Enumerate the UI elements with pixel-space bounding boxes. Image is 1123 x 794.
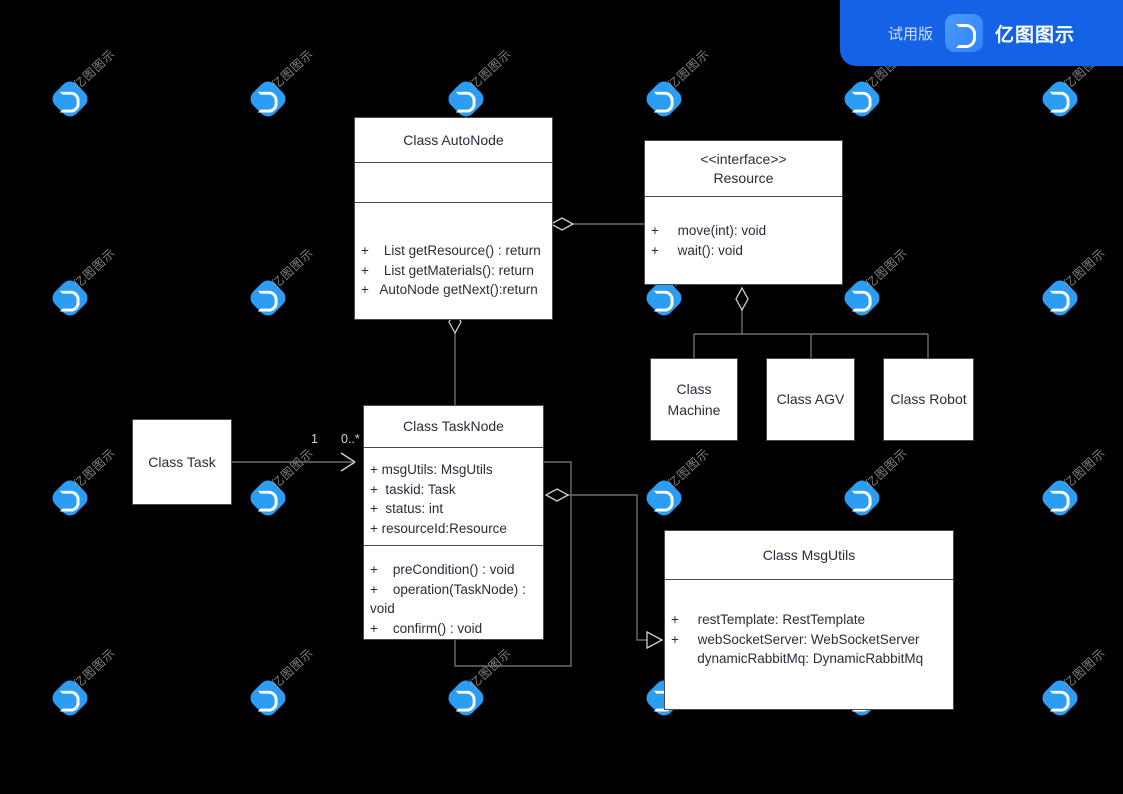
edge-tasknode-msgutils [568, 494, 660, 641]
class-box-task[interactable]: Class Task [132, 419, 232, 505]
agv-title: Class AGV [776, 391, 845, 408]
class-box-tasknode[interactable]: Class TaskNode + msgUtils: MsgUtils + ta… [363, 405, 544, 640]
tasknode-method: + operation(TaskNode) : void [370, 581, 530, 617]
machine-title: Class Machine [667, 381, 721, 418]
diamond-tasknode-msgutils [544, 488, 570, 502]
resource-title: Resource [713, 169, 774, 186]
msgutils-attribute: + restTemplate: RestTemplate [671, 612, 865, 627]
class-box-autonode[interactable]: Class AutoNode + List getResource() : re… [354, 117, 553, 320]
autonode-method: + List getMaterials(): return [361, 262, 534, 278]
multiplicity-tasknode-target: 0..* [341, 432, 360, 446]
resource-methods-compartment: + move(int): void + wait(): void [645, 196, 842, 285]
arrowhead-tasknode-msgutils [646, 630, 664, 650]
multiplicity-task-source: 1 [311, 432, 318, 446]
class-box-agv[interactable]: Class AGV [766, 358, 855, 441]
tasknode-attribute: + msgUtils: MsgUtils [370, 462, 493, 477]
resource-title-compartment: <<interface>> Resource [645, 141, 842, 196]
tasknode-title-compartment: Class TaskNode [364, 406, 543, 447]
robot-title: Class Robot [890, 391, 967, 408]
resource-method: + move(int): void [651, 223, 767, 238]
autonode-method: + AutoNode getNext():return [361, 282, 538, 297]
tasknode-attributes-compartment: + msgUtils: MsgUtils + taskid: Task + st… [364, 447, 543, 545]
autonode-method: + List getResource() : return [361, 243, 541, 258]
trial-banner[interactable]: 试用版 亿图图示 [840, 0, 1123, 66]
tasknode-method: + preCondition() : void [370, 562, 515, 577]
autonode-title-compartment: Class AutoNode [355, 118, 552, 162]
msgutils-attribute: + webSocketServer: WebSocketServer [671, 631, 920, 647]
task-title: Class Task [148, 453, 216, 470]
trial-label: 试用版 [887, 24, 933, 43]
class-box-msgutils[interactable]: Class MsgUtils + restTemplate: RestTempl… [664, 530, 954, 710]
tasknode-attribute: + resourceId:Resource [370, 520, 507, 536]
tasknode-methods-compartment: + preCondition() : void + operation(Task… [364, 545, 543, 639]
edge-tasknode-self-loop [454, 461, 572, 667]
diamond-autonode-resource [549, 217, 575, 231]
brand-name: 亿图图示 [995, 23, 1076, 46]
tasknode-attribute: + status: int [370, 501, 444, 516]
autonode-title: Class AutoNode [403, 131, 504, 148]
class-box-machine[interactable]: Class Machine [650, 358, 738, 441]
diamond-resource-subclasses [735, 286, 749, 312]
msgutils-attributes-compartment: + restTemplate: RestTemplate + webSocket… [665, 579, 953, 710]
msgutils-title-compartment: Class MsgUtils [665, 531, 953, 579]
autonode-attributes-compartment [355, 162, 552, 202]
class-box-robot[interactable]: Class Robot [883, 358, 974, 441]
msgutils-title: Class MsgUtils [762, 546, 856, 563]
tasknode-method: + confirm() : void [370, 620, 483, 636]
edraw-logo-icon [945, 14, 983, 52]
msgutils-attribute: dynamicRabbitMq: DynamicRabbitMq [671, 651, 924, 666]
tasknode-title: Class TaskNode [403, 418, 504, 435]
autonode-methods-compartment: + List getResource() : return + List get… [355, 202, 552, 320]
resource-stereotype: <<interface>> [700, 150, 787, 167]
class-box-resource[interactable]: <<interface>> Resource + move(int): void… [644, 140, 843, 285]
arrow-task-tasknode [340, 452, 356, 472]
tasknode-attribute: + taskid: Task [370, 481, 456, 497]
resource-method: + wait(): void [651, 242, 743, 258]
